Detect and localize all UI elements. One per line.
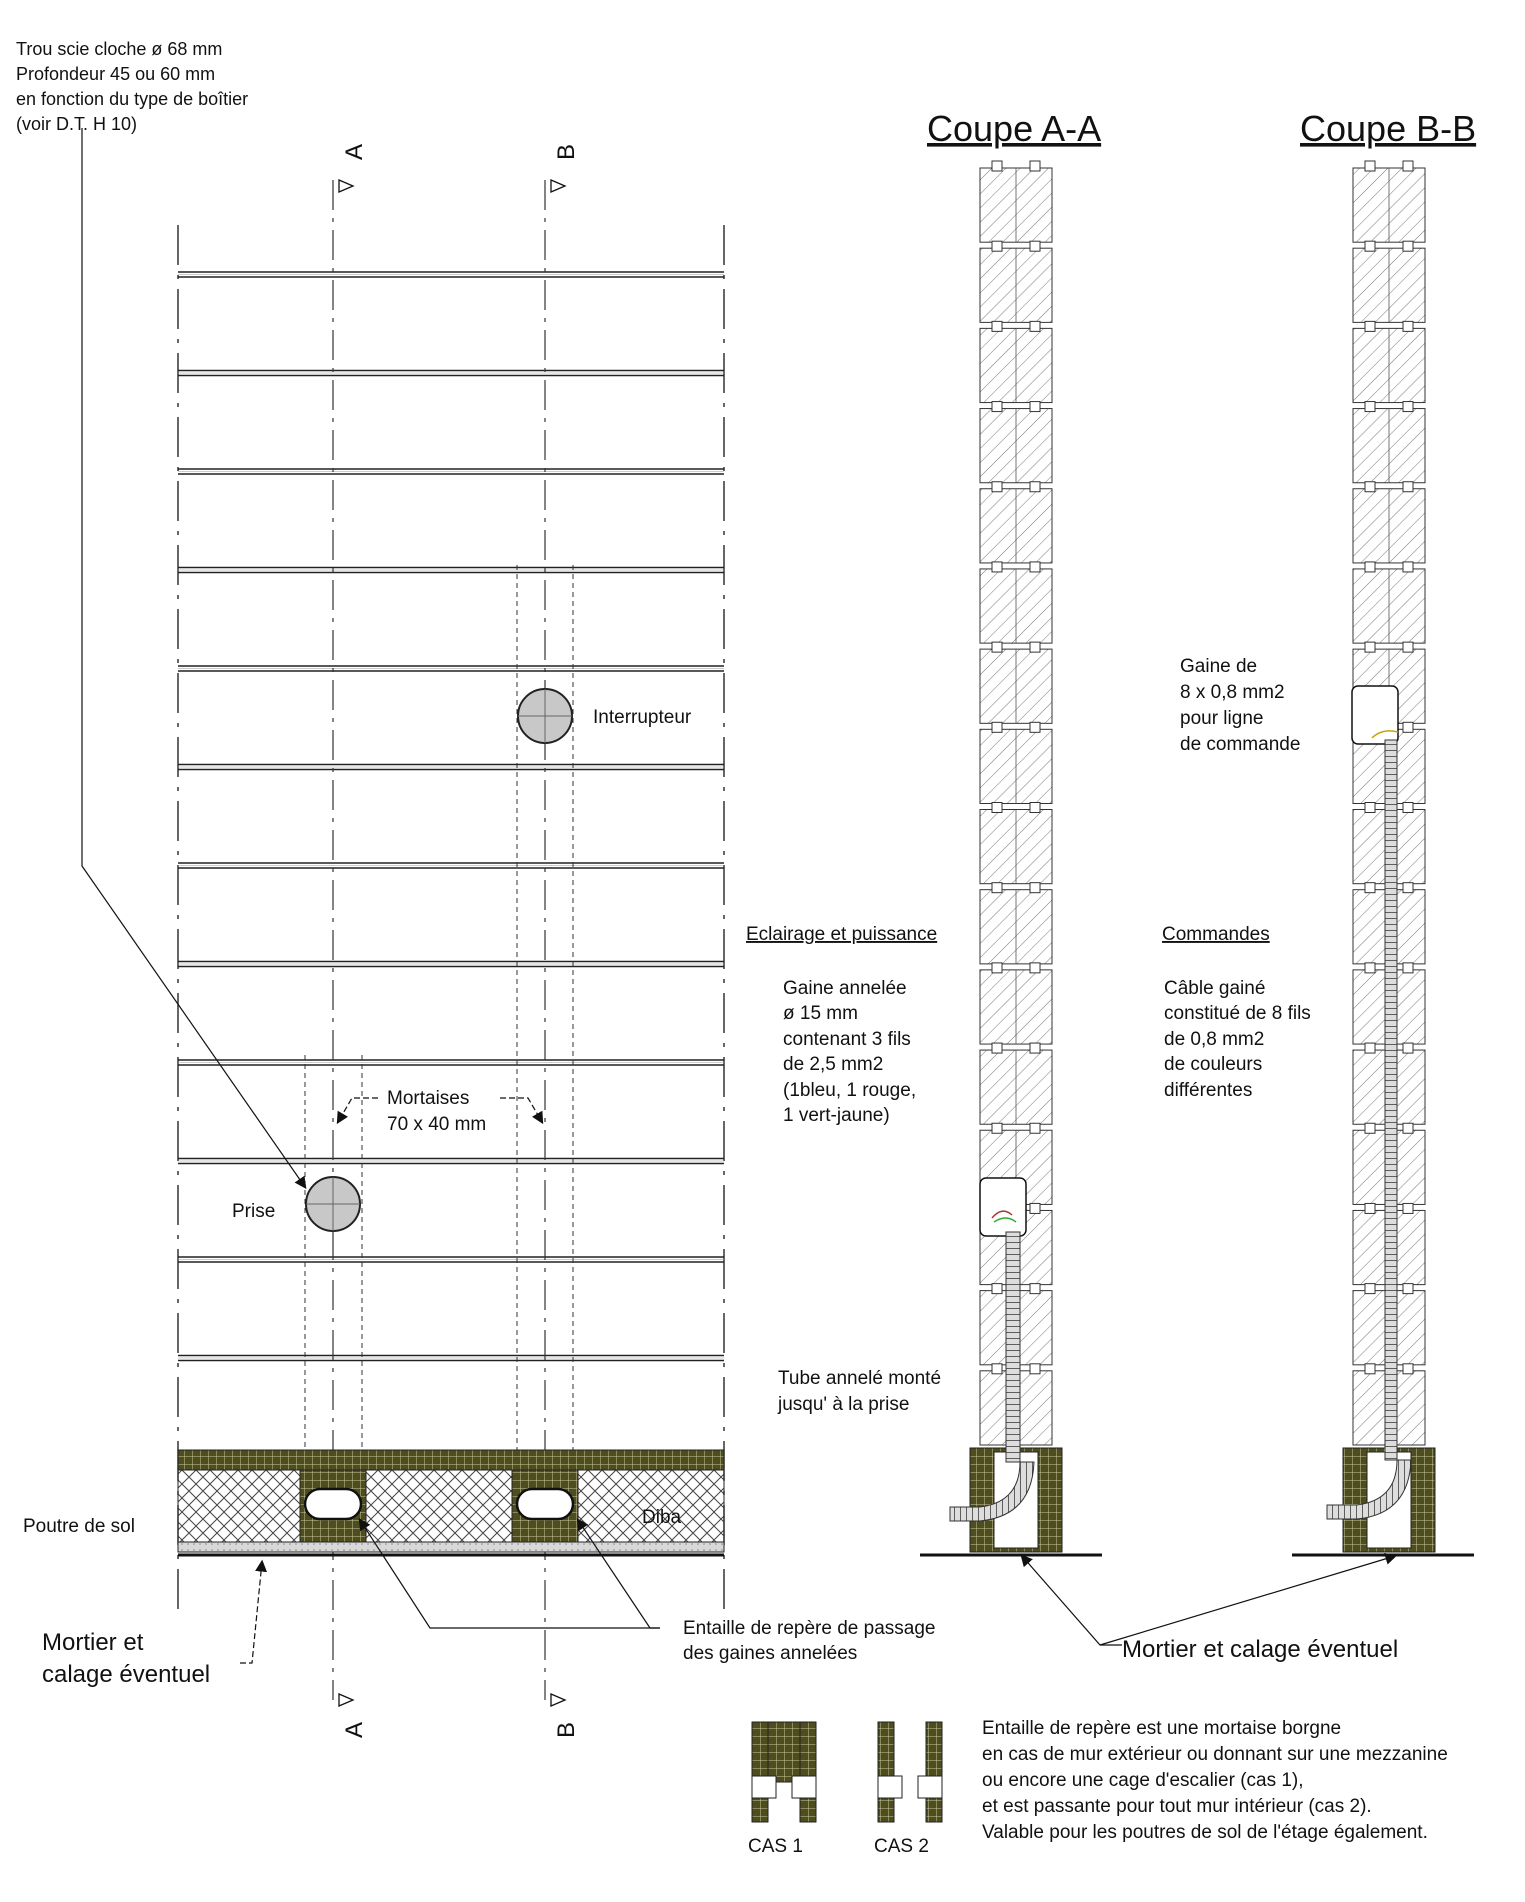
notch-label: Entaille de repère de passage des gaines… <box>683 1618 941 1664</box>
conduit-passage-b <box>515 1487 575 1521</box>
mortar-label-right: Mortier et calage éventuel <box>1122 1636 1398 1663</box>
mortise-label: Mortaises 70 x 40 mm <box>387 1088 486 1135</box>
lighting-heading: Eclairage et puissance <box>746 924 937 945</box>
socket-label: Prise <box>232 1201 275 1222</box>
case-2-drawing <box>877 1721 943 1823</box>
hole-leader <box>81 128 307 1189</box>
switch-box-section-icon <box>1351 685 1399 745</box>
controls-description: Câble gainé constitué de 8 fils de 0,8 m… <box>1164 978 1316 1101</box>
case-1-drawing <box>751 1721 817 1823</box>
tube-label: Tube annelé monté jusqu' à la prise <box>777 1368 946 1415</box>
section-a-label-bottom: A <box>341 1722 368 1738</box>
case-1-label: CAS 1 <box>748 1836 803 1857</box>
section-bb-title: Coupe B-B <box>1300 108 1476 149</box>
section-b-label-bottom: B <box>553 1722 580 1738</box>
section-aa-details <box>920 1177 1102 1557</box>
lighting-description: Gaine annelée ø 15 mm contenant 3 fils d… <box>783 978 921 1126</box>
socket-box-section-icon <box>979 1177 1027 1237</box>
corrugated-tube-aa <box>1005 1231 1021 1463</box>
controls-heading: Commandes <box>1162 924 1270 945</box>
control-conduit-label: Gaine de 8 x 0,8 mm2 pour ligne de comma… <box>1180 656 1300 755</box>
floor-beam <box>177 1449 725 1557</box>
switch-label: Interrupteur <box>593 707 692 728</box>
section-a-label-top: A <box>341 144 368 160</box>
section-a-top-triangle <box>338 179 355 193</box>
section-b-top-triangle <box>550 179 567 193</box>
control-cable-bb <box>1384 739 1398 1461</box>
section-bb-details <box>1292 685 1474 1557</box>
section-a-bottom-triangle <box>338 1693 355 1707</box>
conduit-passage-a <box>303 1487 363 1521</box>
section-b-bottom-triangle <box>550 1693 567 1707</box>
course-joints <box>178 271 724 1362</box>
hole-label: Trou scie cloche ø 68 mm Profondeur 45 o… <box>16 39 253 134</box>
notch-note: Entaille de repère est une mortaise borg… <box>982 1718 1453 1843</box>
section-b-label-top: B <box>553 144 580 160</box>
diba-label: Diba <box>642 1507 682 1528</box>
wall-elevation <box>81 128 725 1707</box>
mortar-label-left: Mortier et calage éventuel <box>42 1629 210 1688</box>
floor-beam-label: Poutre de sol <box>23 1516 135 1537</box>
case-2-label: CAS 2 <box>874 1836 929 1857</box>
section-aa-title: Coupe A-A <box>927 108 1101 149</box>
